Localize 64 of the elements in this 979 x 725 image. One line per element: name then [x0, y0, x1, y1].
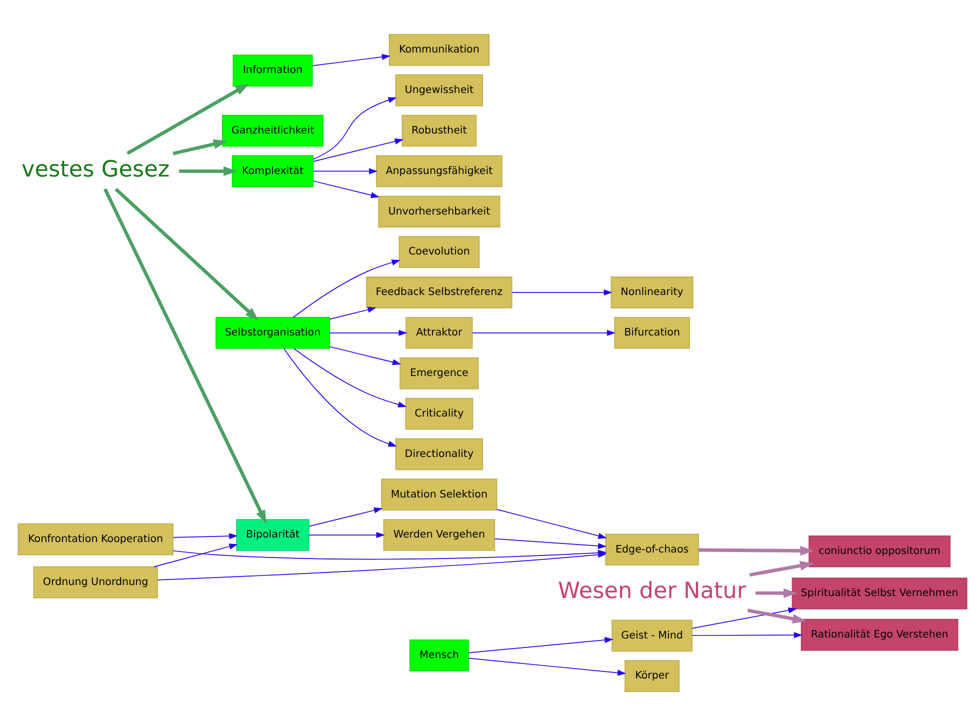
arrow: [329, 329, 408, 336]
node-text: vestes Gesez: [21, 156, 170, 182]
node-box: Mensch: [410, 639, 469, 671]
node-box: Konfrontation Kooperation: [18, 522, 174, 555]
node-box: Edge-of-chaos: [605, 533, 699, 566]
arrow: [292, 259, 400, 318]
node-box: coniunctio oppositorum: [808, 534, 951, 567]
node-box: Kommunikation: [388, 34, 490, 66]
node-box: Bipolarität: [236, 518, 310, 550]
node-text: Wesen der Natur: [558, 578, 746, 604]
arrow: [329, 306, 376, 320]
arrow: [329, 346, 402, 365]
arrow: [172, 532, 238, 539]
arrow: [308, 532, 385, 538]
arrow: [312, 54, 391, 66]
node-box: Geist - Mind: [612, 619, 692, 652]
arrow: [472, 329, 616, 336]
arrow: [179, 166, 238, 176]
node-box: Werden Vergehen: [383, 518, 496, 550]
arrow: [749, 560, 814, 576]
node-box: Ungewissheit: [395, 74, 484, 106]
arrow: [692, 632, 803, 638]
arrow: [494, 538, 607, 548]
arrow: [496, 508, 607, 538]
arrow: [468, 657, 626, 676]
arrow: [468, 636, 614, 653]
arrow: [512, 288, 612, 295]
arrow: [692, 606, 797, 628]
node-box: Komplexität: [232, 154, 314, 187]
node-box: Ordnung Unordnung: [33, 566, 158, 598]
arrow: [313, 168, 378, 174]
arrow: [153, 543, 238, 567]
node-box: Nonlinearity: [610, 276, 694, 308]
arrow: [157, 551, 607, 580]
arrow: [313, 180, 380, 198]
arrow: [698, 545, 814, 556]
arrow: [172, 138, 228, 155]
node-box: Directionality: [395, 438, 484, 470]
node-box: Körper: [624, 660, 680, 692]
node-box: Unvorhersehbarkeit: [378, 195, 500, 228]
node-box: Criticality: [405, 397, 474, 430]
node-box: Spiritualität Selbst Vernehmen: [792, 577, 968, 609]
arrow: [114, 187, 259, 320]
arrow: [308, 506, 383, 526]
node-box: Coevolution: [398, 236, 480, 268]
arrow: [284, 348, 397, 446]
node-box: Selbstorganisation: [216, 316, 330, 348]
node-box: Mutation Selektion: [381, 478, 498, 510]
arrow: [747, 608, 806, 624]
arrow: [312, 96, 397, 160]
node-box: Ganzheitlichkeit: [222, 114, 324, 146]
arrow: [313, 138, 404, 162]
node-box: Robustheit: [402, 114, 477, 146]
node-box: Emergence: [400, 356, 479, 389]
node-box: Bifurcation: [614, 316, 690, 348]
arrow: [294, 348, 407, 407]
node-box: Information: [232, 54, 313, 86]
arrow: [126, 83, 250, 154]
node-box: Anpassungsfähigkeit: [376, 154, 502, 187]
arrow: [756, 588, 798, 598]
node-box: Feedback Selbstreferenz: [366, 276, 512, 308]
node-box: Rationalität Ego Verstehen: [800, 618, 958, 650]
node-box: Attraktor: [406, 316, 473, 348]
arrow: [103, 188, 267, 524]
